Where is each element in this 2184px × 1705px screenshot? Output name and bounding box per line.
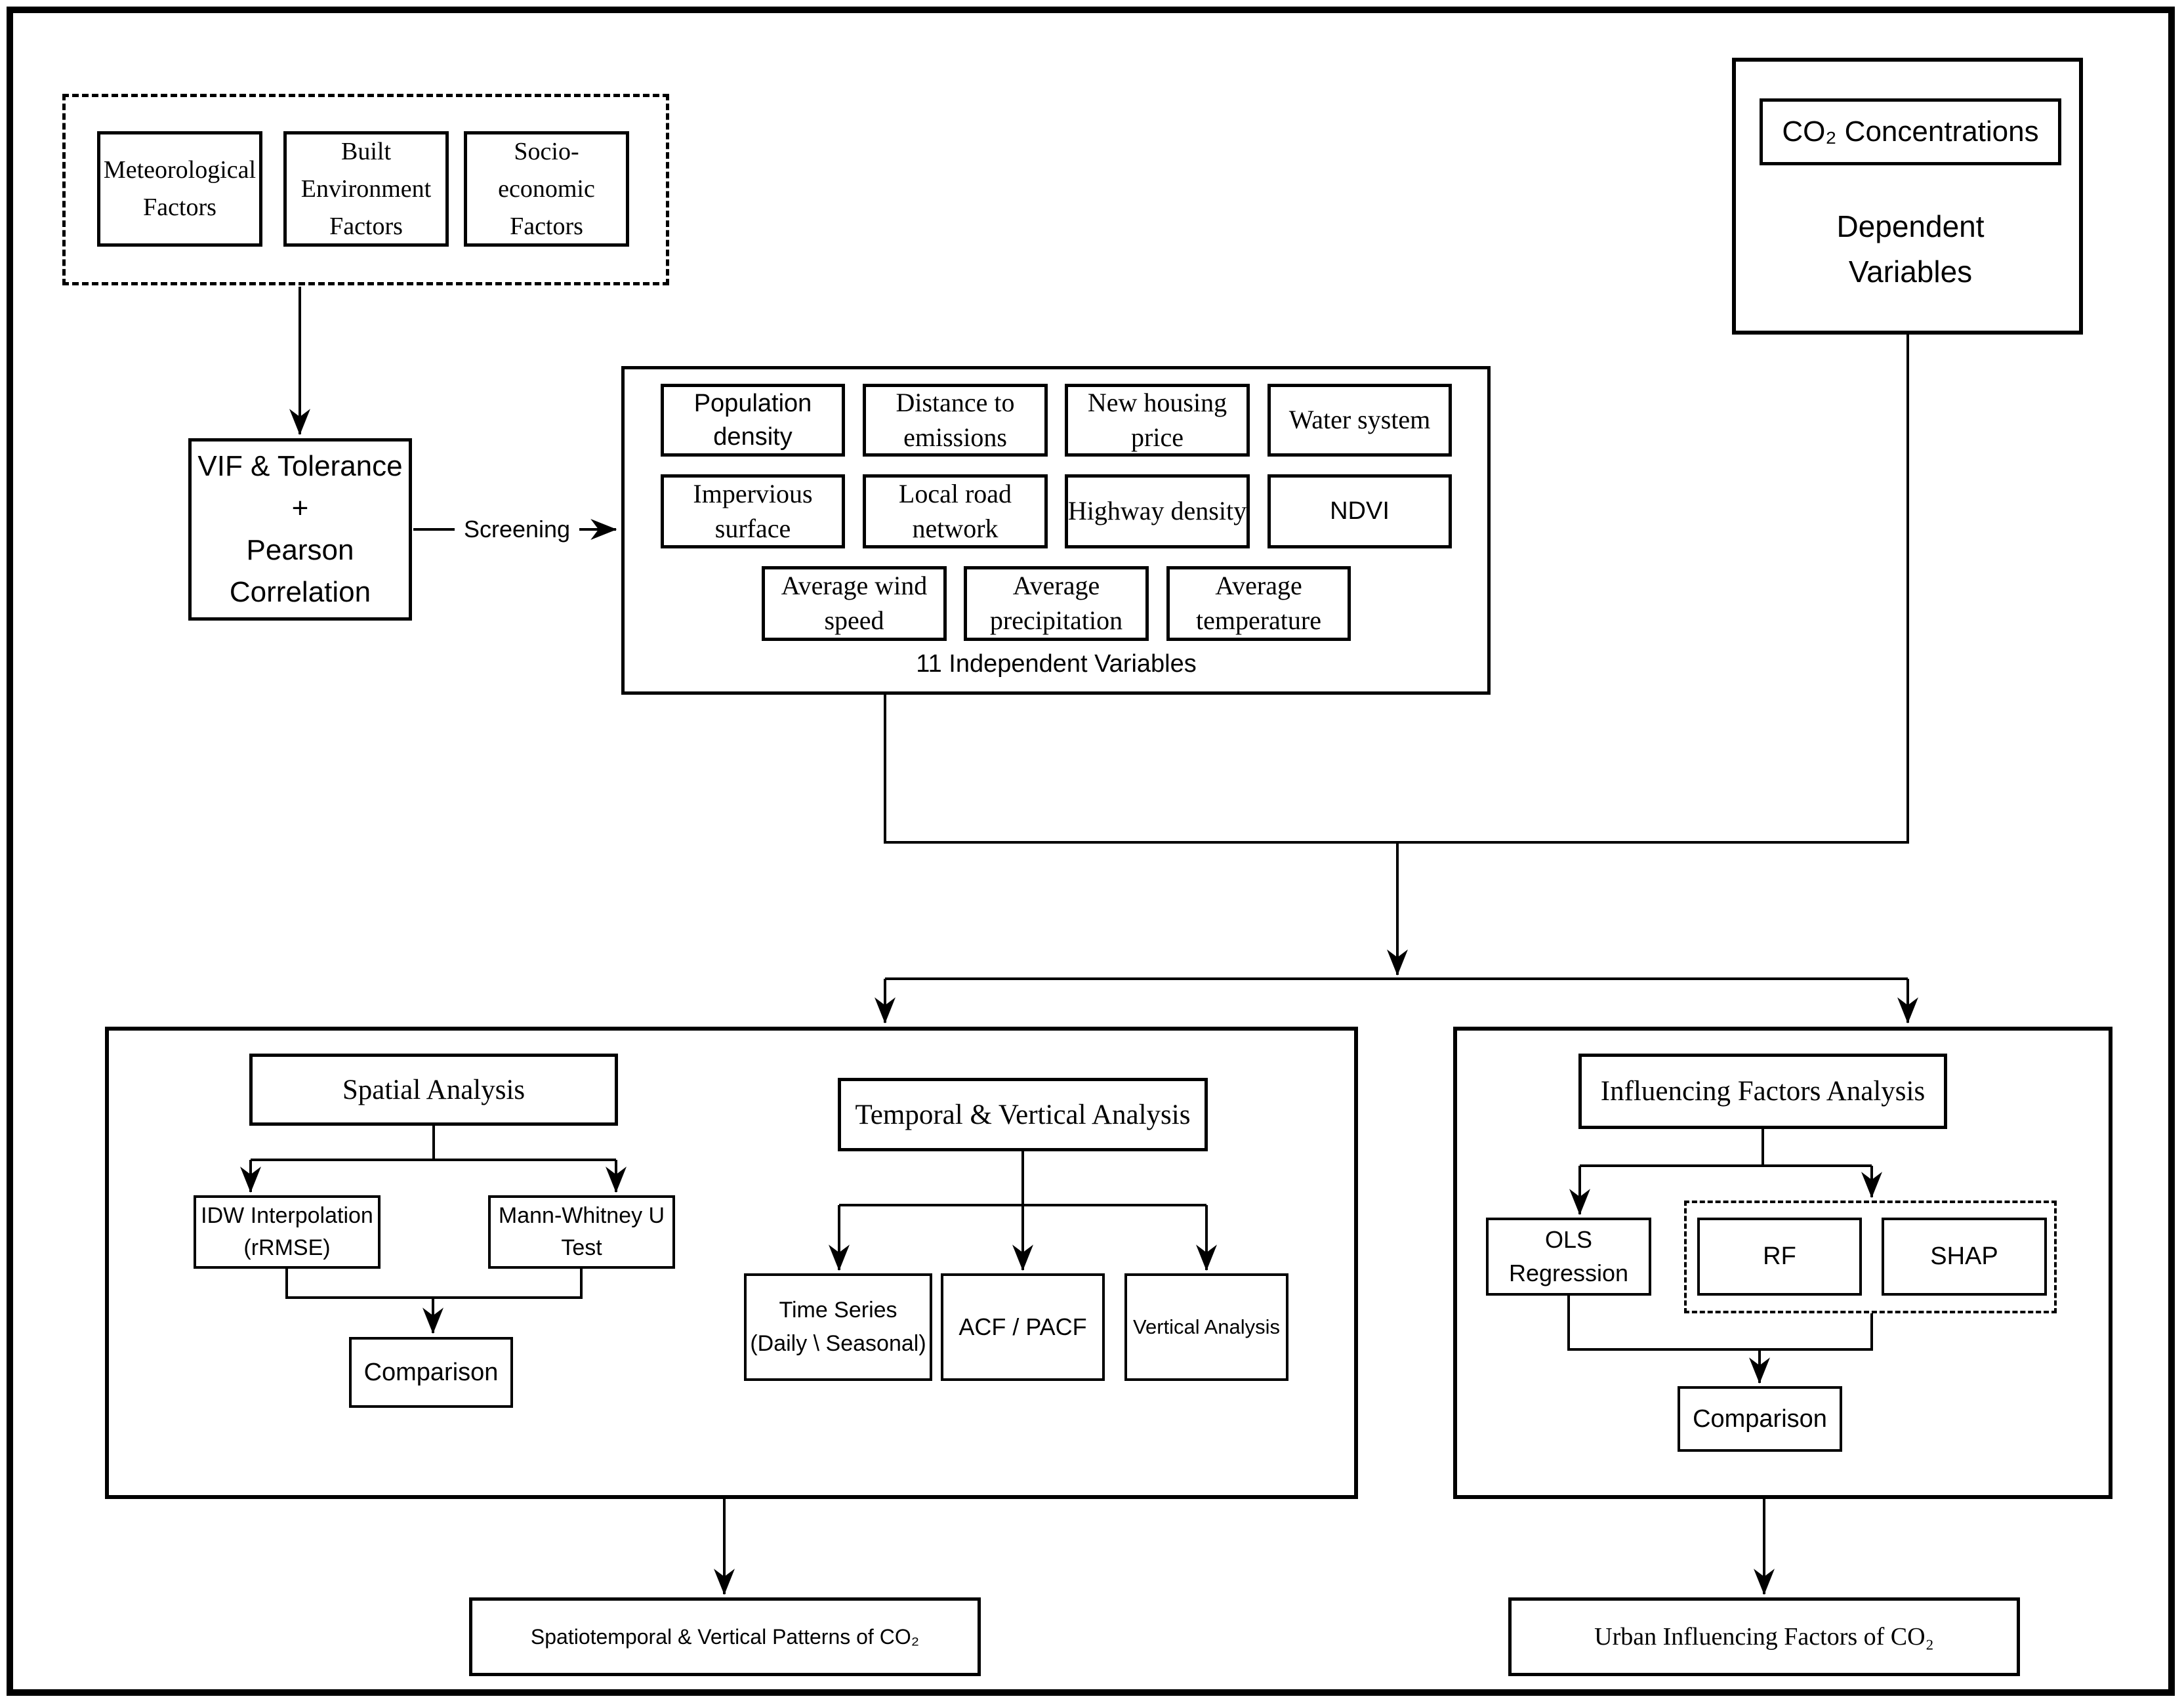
influencing-comparison-label: Comparison (1693, 1405, 1827, 1433)
figure-border (7, 7, 2175, 1696)
vif-line: Correlation (229, 575, 371, 608)
vertical-analysis-label: Vertical Analysis (1133, 1315, 1280, 1338)
vif-line: Pearson (246, 534, 354, 566)
output-patterns-label: Spatiotemporal & Vertical Patterns of CO… (530, 1624, 920, 1649)
spatial-analysis-title-box: Spatial Analysis (249, 1054, 618, 1126)
vif-line: + (291, 492, 309, 525)
influencing-section-container (1453, 1027, 2112, 1499)
average-precipitation-label: Average precipitation (989, 571, 1123, 635)
mann-whitney-line: Mann-Whitney U (498, 1202, 665, 1228)
water-system-box: Water system (1267, 384, 1452, 457)
average-wind-speed-label: Average wind speed (781, 571, 928, 635)
built-environment-factors-label: Built Environment Factors (300, 137, 432, 240)
population-density-label: Population density (693, 390, 812, 451)
vertical-analysis-box: Vertical Analysis (1124, 1273, 1288, 1381)
co2-concentrations-box: CO₂ Concentrations (1760, 98, 2061, 165)
shap-box: SHAP (1882, 1218, 2047, 1296)
time-series-line: (Daily \ Seasonal) (750, 1331, 926, 1356)
vif-line: VIF & Tolerance (197, 450, 403, 483)
time-series-line: Time Series (779, 1298, 897, 1323)
patterns-section-container (105, 1027, 1358, 1499)
dependent-variables-label: Dependent Variables (1760, 197, 2061, 302)
ndvi-label: NDVI (1330, 497, 1390, 525)
ols-line: Regression (1508, 1259, 1629, 1286)
average-precipitation-box: Average precipitation (964, 566, 1149, 641)
spatial-comparison-label: Comparison (363, 1358, 499, 1386)
spatial-comparison-box: Comparison (349, 1337, 513, 1408)
rf-box: RF (1697, 1218, 1862, 1296)
meteorological-factors-label: Meteorological Factors (103, 156, 257, 221)
idw-line: IDW Interpolation (201, 1202, 373, 1228)
average-wind-speed-box: Average wind speed (762, 566, 947, 641)
distance-to-emissions-label: Distance to emissions (896, 387, 1015, 452)
new-housing-price-label: New housing price (1087, 387, 1227, 452)
dependent-variables-line: Dependent (1836, 209, 1985, 243)
population-density-box: Population density (661, 384, 845, 457)
socio-economic-factors-label: Socio-economic Factors (498, 137, 595, 240)
co2-concentrations-label: CO₂ Concentrations (1782, 115, 2039, 148)
local-road-network-label: Local road network (898, 478, 1012, 543)
independent-variables-container (621, 366, 1491, 695)
influencing-factors-title: Influencing Factors Analysis (1600, 1076, 1926, 1107)
output-patterns-box: Spatiotemporal & Vertical Patterns of CO… (469, 1597, 981, 1676)
ml-group-container (1684, 1201, 2057, 1313)
influencing-factors-title-box: Influencing Factors Analysis (1578, 1054, 1947, 1129)
ndvi-box: NDVI (1267, 474, 1452, 548)
temporal-vertical-title-box: Temporal & Vertical Analysis (838, 1078, 1208, 1151)
average-temperature-box: Average temperature (1166, 566, 1351, 641)
connector-influencing-merge (1567, 1296, 1873, 1351)
meteorological-factors-box: Meteorological Factors (97, 131, 262, 247)
socio-economic-factors-box: Socio-economic Factors (464, 131, 629, 247)
shap-label: SHAP (1930, 1243, 1998, 1270)
influencing-comparison-box: Comparison (1678, 1386, 1842, 1452)
impervious-surface-box: Impervious surface (661, 474, 845, 548)
screening-arrow-label: Screening (455, 512, 579, 547)
acf-pacf-box: ACF / PACF (941, 1273, 1105, 1381)
distance-to-emissions-box: Distance to emissions (863, 384, 1048, 457)
output-influencing-box: Urban Influencing Factors of CO₂ (1508, 1597, 2020, 1676)
idw-line: (rRMSE) (243, 1235, 331, 1260)
average-temperature-label: Average temperature (1196, 571, 1321, 635)
local-road-network-box: Local road network (863, 474, 1048, 548)
acf-pacf-label: ACF / PACF (958, 1313, 1087, 1340)
rf-label: RF (1763, 1243, 1796, 1270)
ols-regression-box: OLS Regression (1486, 1218, 1651, 1296)
temporal-vertical-title: Temporal & Vertical Analysis (855, 1099, 1191, 1130)
idw-interpolation-box: IDW Interpolation (rRMSE) (194, 1195, 381, 1269)
spatial-analysis-title: Spatial Analysis (342, 1074, 525, 1105)
time-series-box: Time Series (Daily \ Seasonal) (744, 1273, 932, 1381)
ols-line: OLS (1544, 1226, 1593, 1254)
output-influencing-label: Urban Influencing Factors of CO₂ (1594, 1623, 1934, 1651)
built-environment-factors-box: Built Environment Factors (283, 131, 449, 247)
mann-whitney-box: Mann-Whitney U Test (488, 1195, 675, 1269)
impervious-surface-label: Impervious surface (693, 478, 813, 543)
water-system-label: Water system (1288, 405, 1431, 435)
dependent-variables-line: Variables (1848, 255, 1973, 289)
vif-tolerance-box: VIF & Tolerance + Pearson Correlation (188, 438, 412, 621)
mann-whitney-line: Test (561, 1235, 602, 1260)
highway-density-label: Highway density (1067, 496, 1247, 526)
highway-density-box: Highway density (1065, 474, 1250, 548)
factor-group-container (62, 94, 669, 285)
new-housing-price-box: New housing price (1065, 384, 1250, 457)
independent-variables-caption: 11 Independent Variables (916, 649, 1197, 678)
